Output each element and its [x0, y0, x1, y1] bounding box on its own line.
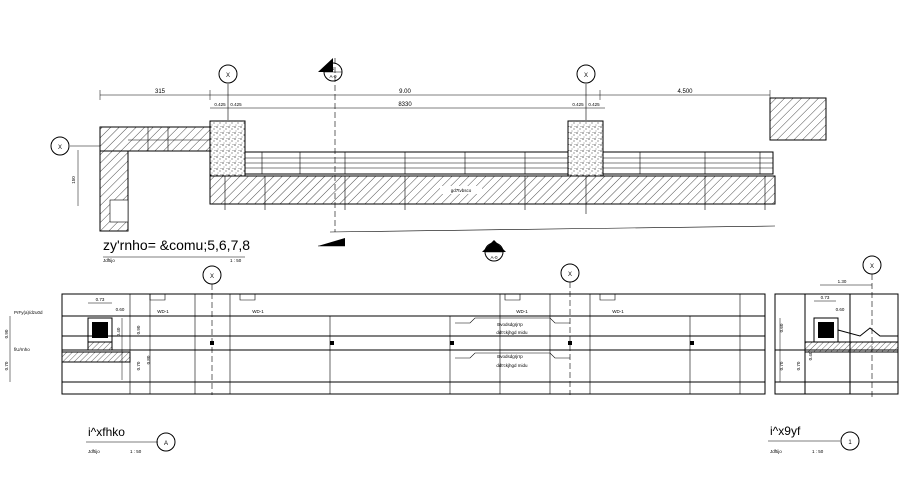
elev-a-dim-h2: 0.70	[4, 361, 9, 370]
elev-a-subtitle: Jdftijo	[88, 449, 100, 454]
elev-a-dim-small: 0.60	[116, 307, 125, 312]
elev1-dim-h1: 0.60	[779, 323, 784, 332]
window-wd1-1: WD-1	[149, 294, 169, 314]
elev-a-dim-h5: 0.80	[146, 355, 151, 364]
elev1-subtitle: Jdftijo	[770, 449, 782, 454]
elev-a-title: i^xfhko	[88, 425, 125, 439]
plan-dim-4: 0.425	[214, 102, 226, 107]
svg-text:X: X	[870, 264, 874, 270]
svg-text:X: X	[58, 145, 62, 151]
svg-text:ddt'ckjhgd midu: ddt'ckjhgd midu	[496, 330, 528, 335]
svg-text:WD-1: WD-1	[157, 309, 169, 314]
elev1-dim-top2: 0.73	[821, 295, 830, 300]
elev-a-note-1: Bvodsdgrjrrp ddt'ckjhgd midu	[455, 317, 570, 335]
grid-bubble-elev-1: X	[202, 265, 222, 395]
svg-text:A-0: A-0	[329, 74, 337, 79]
elev-a-dim-h6: 0.90	[136, 325, 141, 334]
elevation-1: X 1.30 0.73 0.60 0.60 0.70 0.70 0.40 i^x…	[768, 255, 899, 454]
elev1-dim-h3: 0.70	[796, 361, 801, 370]
section-mark-top: 1 A-0	[318, 58, 343, 232]
elev1-dim-small: 0.60	[836, 307, 845, 312]
svg-text:X: X	[568, 272, 572, 278]
svg-text:WD-1: WD-1	[612, 309, 624, 314]
grid-bubble-plan-2: X	[576, 64, 596, 120]
elev1-scale: 1 : 50	[812, 449, 824, 454]
elev1-dim-h4: 0.40	[808, 351, 813, 360]
plan-beam	[209, 175, 776, 205]
plan-scale: 1 : 50	[230, 258, 242, 263]
elev-a-dim-top: 0.73	[96, 297, 105, 302]
svg-text:1: 1	[332, 66, 335, 71]
plan-dim-7: 0.425	[572, 102, 584, 107]
svg-text:1: 1	[493, 246, 496, 251]
plan-subtitle: Jdftijo	[103, 258, 115, 263]
elev-a-side-label-1: PrFy(a)/dzu0d	[14, 310, 43, 315]
plan-dim-side: 150	[71, 176, 76, 184]
window-wd1-3: WD-1	[504, 294, 528, 314]
svg-text:WD-1: WD-1	[516, 309, 528, 314]
grid-bubble-elev1: X	[862, 255, 882, 398]
elev1-slab	[804, 341, 899, 353]
window-wd1-2: WD-1	[239, 294, 264, 314]
elev-a-bubble	[156, 432, 176, 452]
elev-a-dim-h3: 0.40	[116, 327, 121, 336]
elev-a-scale: 1 : 50	[130, 449, 142, 454]
elev-a-dim-h1: 0.90	[4, 329, 9, 338]
plan-dim-2: 9.00	[399, 89, 411, 95]
plan-wall-top-left	[99, 126, 211, 152]
elevation-a: X X WD-1	[4, 263, 766, 454]
svg-text:X: X	[210, 274, 214, 280]
svg-text:Bvodsdgrjrrp: Bvodsdgrjrrp	[497, 322, 523, 327]
svg-text:A: A	[164, 441, 168, 447]
elev1-dim-top: 1.30	[838, 279, 847, 284]
svg-text:Bvodsdgrjrrp: Bvodsdgrjrrp	[497, 354, 523, 359]
plan-dim-8: 0.425	[588, 102, 600, 107]
plan-view: 315 9.00 4.500 0.425 0.425 8330 0.425 0.…	[50, 58, 827, 263]
elev-a-slab	[61, 351, 131, 363]
plan-beam-label: gd7tvbsco	[451, 188, 472, 193]
svg-text:WD-1: WD-1	[252, 309, 264, 314]
plan-dim-5: 0.425	[230, 102, 242, 107]
plan-column-1	[209, 120, 246, 177]
svg-text:ddt'ckjhgd midu: ddt'ckjhgd midu	[496, 363, 528, 368]
plan-dim-1: 315	[155, 89, 166, 95]
elev-a-side-label-2: fiU/rnho	[14, 347, 30, 352]
elev1-title: i^x9yf	[770, 424, 801, 438]
elev-a-note-2: Bvodsdgrjrrp ddt'ckjhgd midu	[455, 352, 570, 368]
svg-text:X: X	[226, 73, 230, 79]
svg-text:X: X	[584, 73, 588, 79]
plan-right-block	[769, 97, 827, 141]
svg-text:1: 1	[848, 440, 852, 446]
plan-dim-6: 8330	[398, 102, 412, 108]
elev-a-dim-h4: 0.70	[136, 361, 141, 370]
grid-bubble-plan-3: X	[50, 136, 100, 156]
plan-dim-3: 4.500	[677, 89, 693, 95]
plan-title: zy'rnho= &comu;5,6,7,8	[103, 237, 250, 253]
grid-bubble-elev-2: X	[560, 263, 580, 395]
elev-a-outline	[61, 293, 766, 395]
grid-bubble-plan-1: X	[218, 64, 238, 120]
elev1-bubble	[840, 431, 860, 451]
svg-text:A-0: A-0	[490, 255, 498, 260]
plan-column-2	[567, 120, 604, 177]
elev1-dim-h2: 0.70	[779, 361, 784, 370]
section-mark-bottom: 1 A-0	[318, 238, 506, 262]
window-wd1-4: WD-1	[599, 294, 624, 314]
